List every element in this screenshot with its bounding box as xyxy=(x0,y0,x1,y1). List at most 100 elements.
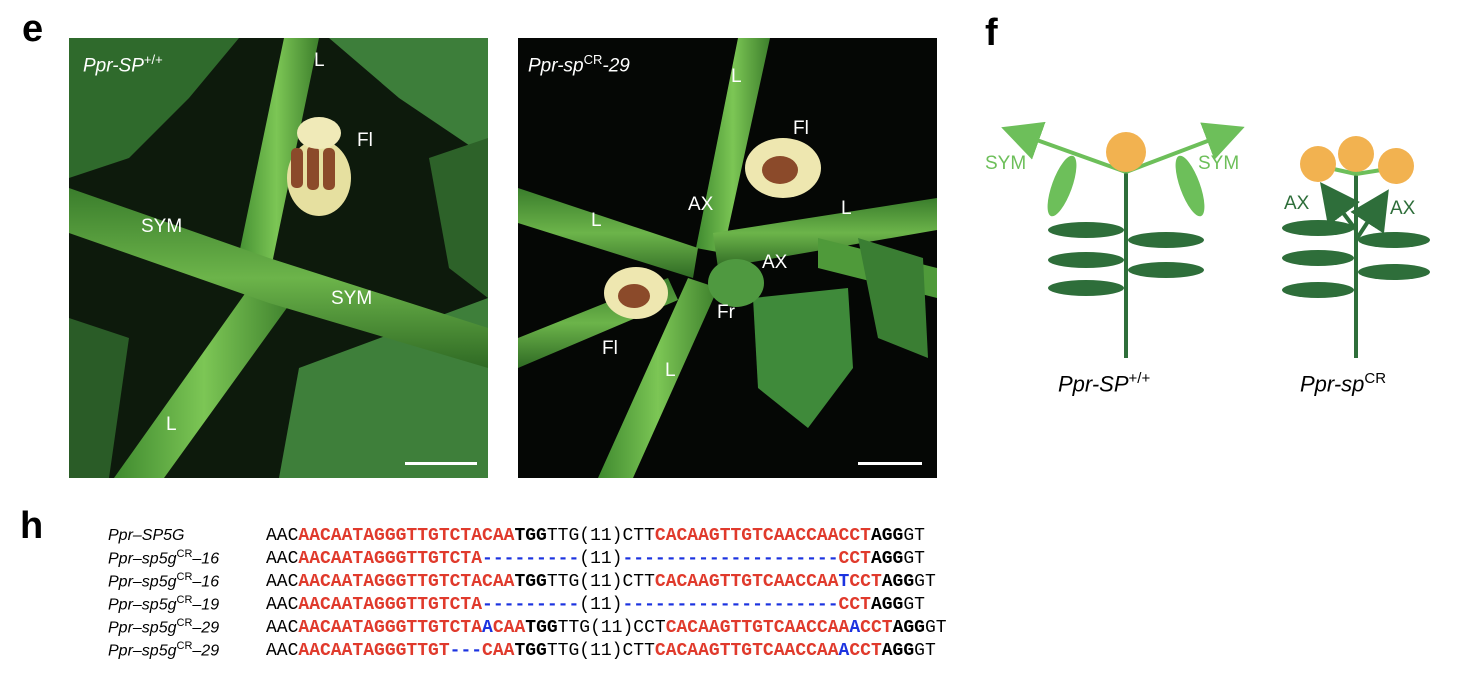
photo-left-title: Ppr-SP+/+ xyxy=(83,52,163,77)
sequence-segment: AGG xyxy=(881,571,915,592)
row-name-suffix: –16 xyxy=(192,550,220,568)
mutant-diagram xyxy=(1282,136,1430,358)
row-name-sup: CR xyxy=(176,594,193,607)
alignment-row-name: Ppr–sp5gCR–19 xyxy=(108,594,266,614)
label-right-ax-2: AX xyxy=(762,252,788,273)
sequence-segment: CACAAGTTGTCAACCAA xyxy=(654,640,839,661)
photo-wildtype-plant: Ppr-SP+/+ L Fl SYM SYM L xyxy=(69,38,488,478)
diagram-genotype-mutant: Ppr-spCR xyxy=(1300,370,1387,397)
label-left-l-top: L xyxy=(314,50,325,71)
sequence-segment: --------- xyxy=(482,548,580,569)
sequence-segment: TGG xyxy=(514,525,547,546)
row-name-suffix: –29 xyxy=(192,642,220,660)
sequence-segment: CCT xyxy=(849,640,882,661)
sequence-segment: A xyxy=(838,640,850,661)
panel-letter-e: e xyxy=(22,8,44,50)
label-right-l-right: L xyxy=(841,198,852,219)
sequence-segment: AGG xyxy=(870,525,904,546)
sequence-segment: AACAATAGGGTTGT xyxy=(298,640,450,661)
sequence-segment: AACAATAGGGTTGTCTA xyxy=(298,548,483,569)
sequence-segment: GT xyxy=(903,525,925,546)
row-name-main: Ppr–sp5g xyxy=(108,619,177,637)
sequence-segment: TTG(11)CTT xyxy=(546,640,655,661)
architecture-diagram xyxy=(1001,121,1430,358)
sequence-segment: CCT xyxy=(849,571,882,592)
sequence-segment: AGG xyxy=(870,594,904,615)
sequence-segment: T xyxy=(838,571,850,592)
sequence-segment: CACAAGTTGTCAACCAA xyxy=(665,617,850,638)
scale-bar-left xyxy=(405,462,477,465)
label-left-sym-1: SYM xyxy=(141,216,183,237)
row-name-main: Ppr–sp5g xyxy=(108,596,177,614)
row-name-main: Ppr–sp5g xyxy=(108,573,177,591)
alignment-row-name: Ppr–SP5G xyxy=(108,527,266,545)
sequence-segment: TGG xyxy=(525,617,558,638)
sequence-segment: GT xyxy=(903,548,925,569)
row-name-sup: CR xyxy=(176,571,193,584)
label-right-ax-1: AX xyxy=(688,194,714,215)
sequence-segment: GT xyxy=(924,617,947,638)
label-right-fr: Fr xyxy=(717,302,735,323)
sequence-segment: AAC xyxy=(266,617,299,638)
sequence-segment: AGG xyxy=(892,617,925,638)
row-name-main: Ppr–sp5g xyxy=(108,642,177,660)
sequence-segment: A xyxy=(482,617,493,638)
panel-letter-f: f xyxy=(985,12,998,54)
sequence-segment: AACAATAGGGTTGTCTA xyxy=(298,617,483,638)
alignment-row-name: Ppr–sp5gCR–29 xyxy=(108,617,266,637)
diagram-label-ax-left: AX xyxy=(1284,193,1310,214)
sequence-segment: AAC xyxy=(266,571,299,592)
sequence-segment: TGG xyxy=(514,571,547,592)
sequence-segment: AAC xyxy=(266,548,299,569)
row-name-main: Ppr–sp5g xyxy=(108,550,177,568)
sequence-segment: AGG xyxy=(881,640,915,661)
alignment-sequence: AACAACAATAGGGTTGTCTAACAATGGTTG(11)CCTCAC… xyxy=(266,618,947,638)
diagram-label-ax-right: AX xyxy=(1390,198,1416,219)
panel-letter-h: h xyxy=(20,505,44,547)
diagram-label-sym-right: SYM xyxy=(1198,153,1240,174)
row-name-suffix: –19 xyxy=(192,596,220,614)
sequence-segment: AAC xyxy=(266,594,299,615)
label-left-fl: Fl xyxy=(357,130,373,151)
alignment-sequence: AACAACAATAGGGTTGTCTA---------(11)-------… xyxy=(266,595,925,615)
sequence-segment: AACAATAGGGTTGTCTACAA xyxy=(298,571,515,592)
sequence-segment: TTG(11)CTT xyxy=(546,525,655,546)
sequence-segment: A xyxy=(849,617,861,638)
wildtype-diagram xyxy=(1001,121,1245,358)
alignment-sequence: AACAACAATAGGGTTGTCTACAATGGTTG(11)CTTCACA… xyxy=(266,572,936,592)
label-right-fl-top: Fl xyxy=(793,118,809,139)
sequence-segment: --- xyxy=(449,640,483,661)
row-name-sup: CR xyxy=(176,548,193,561)
sequence-segment: GT xyxy=(914,571,936,592)
sequence-segment: CCT xyxy=(838,594,871,615)
sequence-segment: CAA xyxy=(482,640,515,661)
sequence-segment: CCT xyxy=(838,548,871,569)
sequence-segment: TTG(11)CTT xyxy=(546,571,655,592)
sequence-segment: (11) xyxy=(579,594,623,615)
label-left-sym-2: SYM xyxy=(331,288,373,309)
label-right-l-top: L xyxy=(731,66,742,87)
label-right-l-bottom: L xyxy=(665,360,676,381)
sequence-segment: CAA xyxy=(492,617,526,638)
photo-mutant-plant: Ppr-spCR-29 L Fl AX L L AX Fr Fl L xyxy=(518,38,937,478)
sequence-segment: AGG xyxy=(870,548,904,569)
sequence-segment: TTG(11)CCT xyxy=(557,617,666,638)
alignment-row-name: Ppr–sp5gCR–29 xyxy=(108,640,266,660)
sequence-segment: -------------------- xyxy=(622,594,839,615)
sequence-segment: GT xyxy=(903,594,925,615)
label-left-l-bottom: L xyxy=(166,414,177,435)
diagram-label-sym-left: SYM xyxy=(985,153,1027,174)
alignment-row-name: Ppr–sp5gCR–16 xyxy=(108,548,266,568)
sequence-segment: CACAAGTTGTCAACCAACCT xyxy=(654,525,871,546)
alignment-row-name: Ppr–sp5gCR–16 xyxy=(108,571,266,591)
sequence-segment: TGG xyxy=(514,640,547,661)
photo-mutant-drawing xyxy=(518,38,937,478)
row-name-suffix: –29 xyxy=(192,619,220,637)
sequence-segment: CACAAGTTGTCAACCAA xyxy=(654,571,839,592)
photo-right-title: Ppr-spCR-29 xyxy=(528,52,630,77)
sequence-segment: --------- xyxy=(482,594,580,615)
